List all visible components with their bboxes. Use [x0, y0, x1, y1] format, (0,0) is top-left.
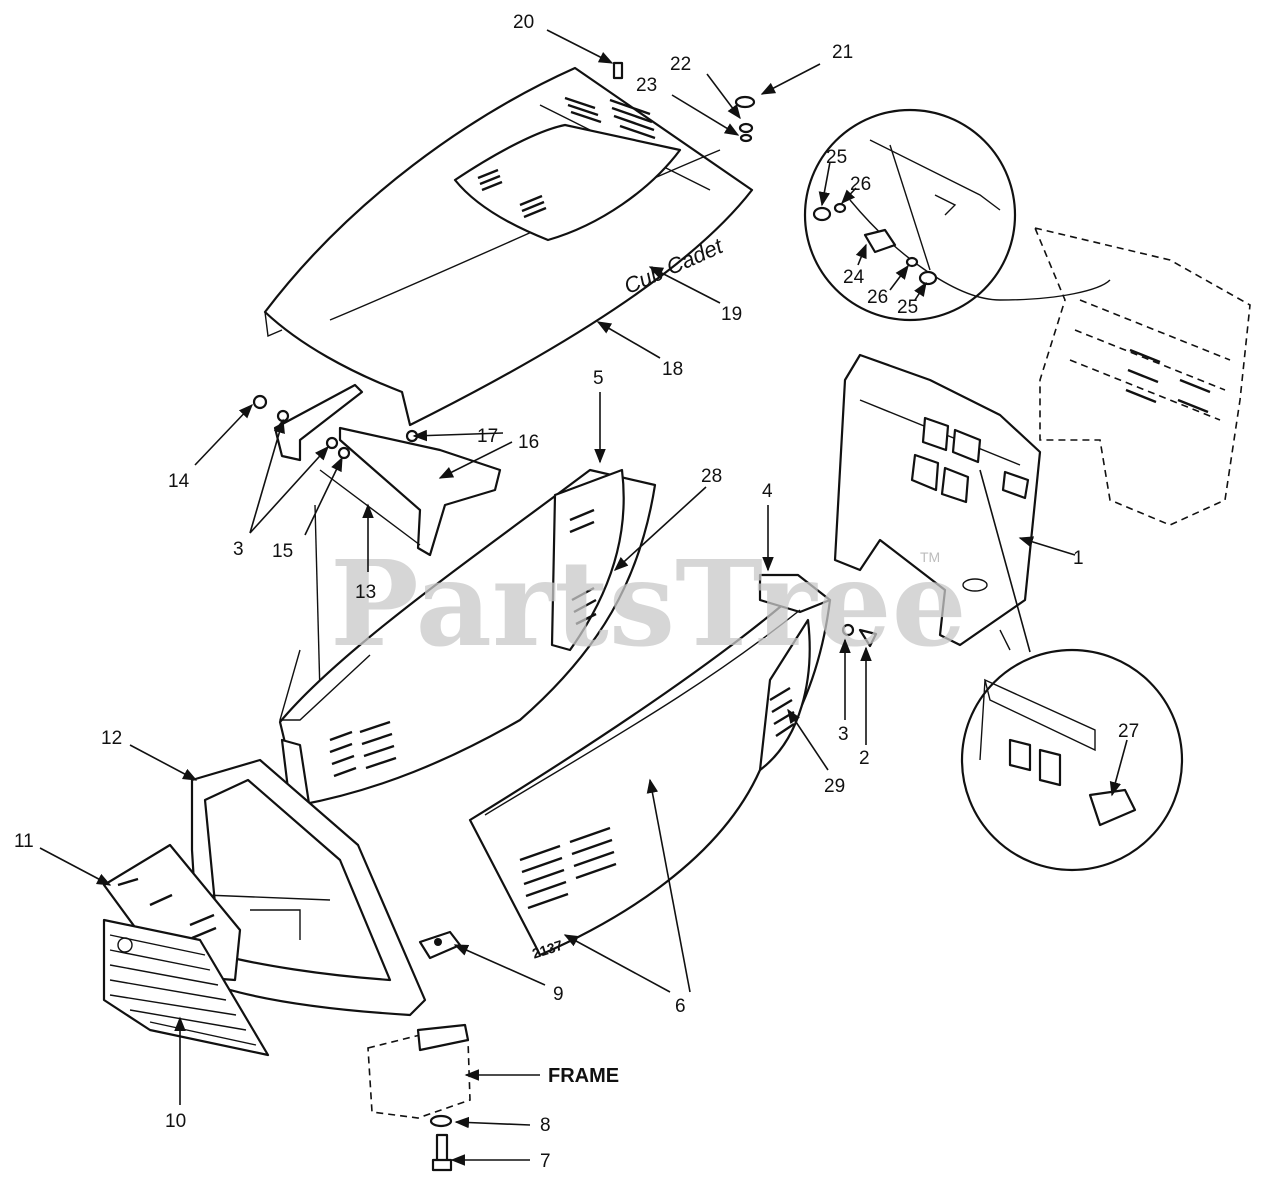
rear-dash-assembly-reference: [1033, 226, 1251, 526]
callout-5: 5: [593, 368, 604, 389]
callout-4: 4: [762, 481, 773, 502]
hardware-part-8[interactable]: [429, 1114, 453, 1128]
small-hardware: [252, 61, 878, 648]
callout-29: 29: [824, 776, 845, 797]
callout-27: 27: [1118, 721, 1139, 742]
hinge-detail-inset-top: [803, 108, 1111, 322]
hood-vent-slots: [477, 96, 656, 219]
callout-2: 2: [859, 748, 870, 769]
left-panel-vents: [329, 508, 597, 778]
latch-detail-inset-bottom: [960, 629, 1184, 872]
leader-lines: [39, 29, 1128, 1166]
callout-1: 1: [1073, 548, 1084, 569]
callout-11: 11: [14, 831, 34, 852]
callout-25a: 25: [826, 147, 847, 168]
callout-3b: 3: [838, 724, 849, 745]
bolt-part-7[interactable]: [431, 1133, 453, 1172]
callout-7: 7: [540, 1151, 551, 1172]
right-side-panel[interactable]: 2137: [468, 573, 832, 962]
right-panel-vents: [519, 686, 795, 910]
callout-26b: 26: [867, 287, 888, 308]
callout-numbers: 20 21 22 23 25 26 24 26 25 19 18 5 17 16…: [14, 12, 1139, 1172]
callout-19: 19: [721, 304, 742, 325]
callout-28: 28: [701, 466, 722, 487]
callout-24: 24: [843, 267, 865, 288]
callout-14: 14: [168, 471, 190, 492]
svg-text:TM: TM: [920, 549, 940, 565]
callout-3a: 3: [233, 539, 244, 560]
callout-23: 23: [636, 75, 657, 96]
callout-8: 8: [540, 1115, 551, 1136]
dash-support-part-1[interactable]: [833, 353, 1042, 647]
frame-stub: [367, 1023, 471, 1119]
callout-15: 15: [272, 541, 293, 562]
callout-17: 17: [477, 426, 498, 447]
front-grille-part-10[interactable]: [102, 918, 270, 1057]
callout-9: 9: [553, 984, 564, 1005]
callout-25b: 25: [897, 297, 918, 318]
detail-connector-line: [979, 469, 1031, 653]
partstree-watermark: PartsTree TM: [330, 534, 967, 673]
callout-22: 22: [670, 54, 691, 75]
callout-13: 13: [355, 582, 376, 603]
left-side-panel[interactable]: [278, 468, 657, 812]
callout-16: 16: [518, 432, 539, 453]
mounting-bracket-part-9[interactable]: [418, 930, 462, 960]
callout-12: 12: [101, 728, 122, 749]
callout-10: 10: [165, 1111, 186, 1132]
callout-20: 20: [513, 12, 534, 33]
callout-26a: 26: [850, 174, 871, 195]
frame-label: FRAME: [548, 1065, 619, 1087]
svg-text:PartsTree: PartsTree: [330, 534, 967, 673]
callout-6: 6: [675, 996, 686, 1017]
callout-18: 18: [662, 359, 683, 380]
callout-21: 21: [832, 42, 853, 63]
